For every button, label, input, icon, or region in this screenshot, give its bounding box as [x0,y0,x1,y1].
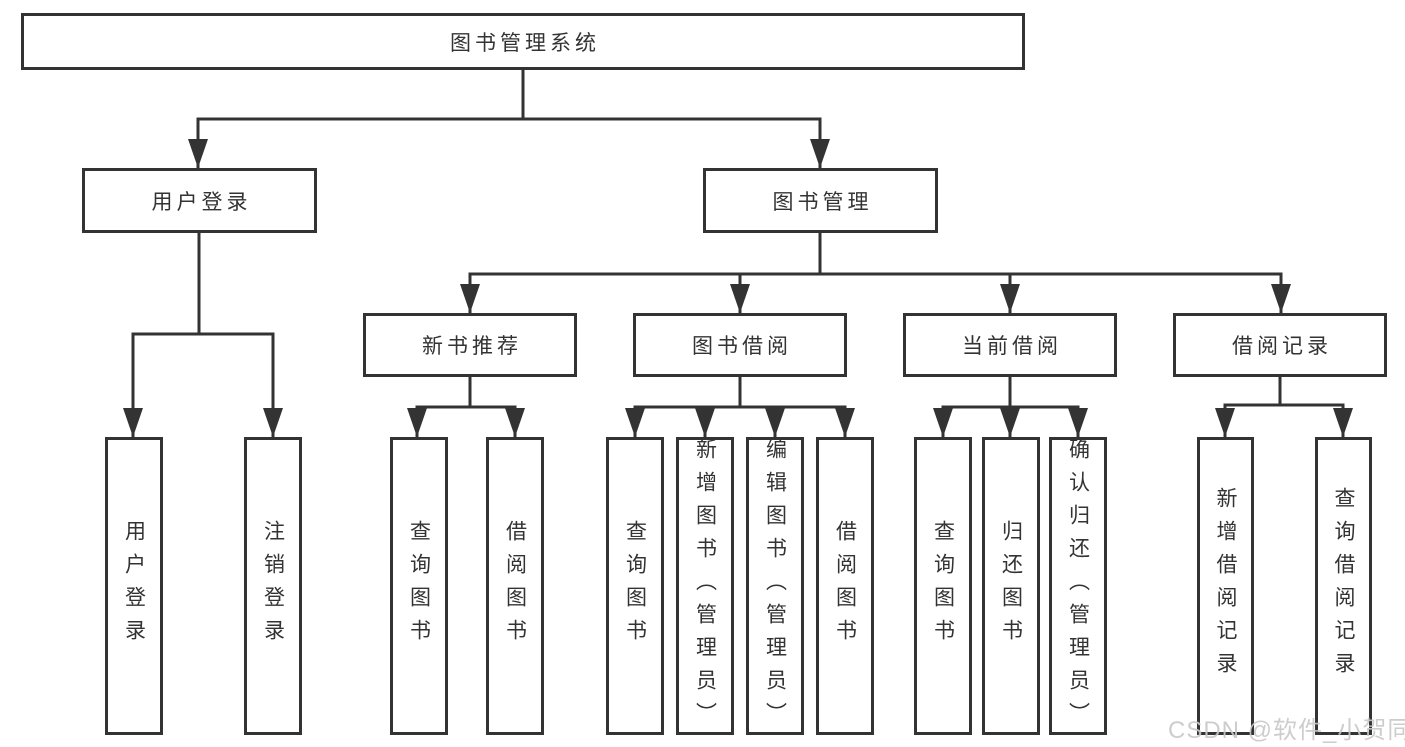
leaf-query-books-borrow: 查询图书 [606,437,664,735]
leaf-user-login: 用户登录 [105,437,163,735]
node-current-borrow-label: 当前借阅 [962,335,1062,358]
leaf-logout-login: 注销登录 [244,437,302,735]
leaf-query-borrow-record: 查询借阅记录 [1315,437,1372,735]
leaf-add-books-admin-label: 新增图书（管理员） [693,437,717,735]
leaf-borrow-books-label: 借阅图书 [833,520,857,652]
leaf-return-books: 归还图书 [982,437,1040,735]
leaf-query-books-current-label: 查询图书 [931,520,955,652]
leaf-add-books-admin: 新增图书（管理员） [676,437,734,735]
leaf-add-borrow-record: 新增借阅记录 [1197,437,1254,735]
leaf-edit-books-admin: 编辑图书（管理员） [746,437,804,735]
leaf-borrow-books-recommend: 借阅图书 [486,437,544,735]
node-book-borrow-label: 图书借阅 [692,335,792,358]
node-new-book-recommend-label: 新书推荐 [422,335,522,358]
node-book-management: 图书管理 [703,168,938,233]
root-node-library-management-system: 图书管理系统 [21,13,1025,70]
leaf-user-login-label: 用户登录 [122,520,146,652]
node-new-book-recommend: 新书推荐 [363,313,577,377]
leaf-query-books-recommend-label: 查询图书 [407,520,431,652]
node-borrow-records-label: 借阅记录 [1232,335,1332,358]
leaf-return-books-label: 归还图书 [999,520,1023,652]
leaf-edit-books-admin-label: 编辑图书（管理员） [763,437,787,735]
leaf-query-borrow-record-label: 查询借阅记录 [1332,487,1355,685]
node-book-borrow: 图书借阅 [633,313,847,377]
leaf-borrow-books: 借阅图书 [816,437,874,735]
watermark: CSDN @软件_小贺同学 [1168,717,1405,744]
root-node-label: 图书管理系统 [450,31,600,55]
node-book-management-label: 图书管理 [772,190,873,214]
leaf-confirm-return-admin-label: 确认归还（管理员） [1066,437,1090,735]
leaf-add-borrow-record-label: 新增借阅记录 [1214,487,1237,685]
leaf-query-books-recommend: 查询图书 [390,437,448,735]
node-user-login-label: 用户登录 [151,190,252,214]
leaf-query-books-current: 查询图书 [914,437,972,735]
leaf-confirm-return-admin: 确认归还（管理员） [1049,437,1107,735]
node-user-login: 用户登录 [82,168,317,233]
leaf-logout-login-label: 注销登录 [261,520,285,652]
leaf-query-books-borrow-label: 查询图书 [623,520,647,652]
node-borrow-records: 借阅记录 [1173,313,1387,377]
node-current-borrow: 当前借阅 [903,313,1117,377]
leaf-borrow-books-recommend-label: 借阅图书 [503,520,527,652]
